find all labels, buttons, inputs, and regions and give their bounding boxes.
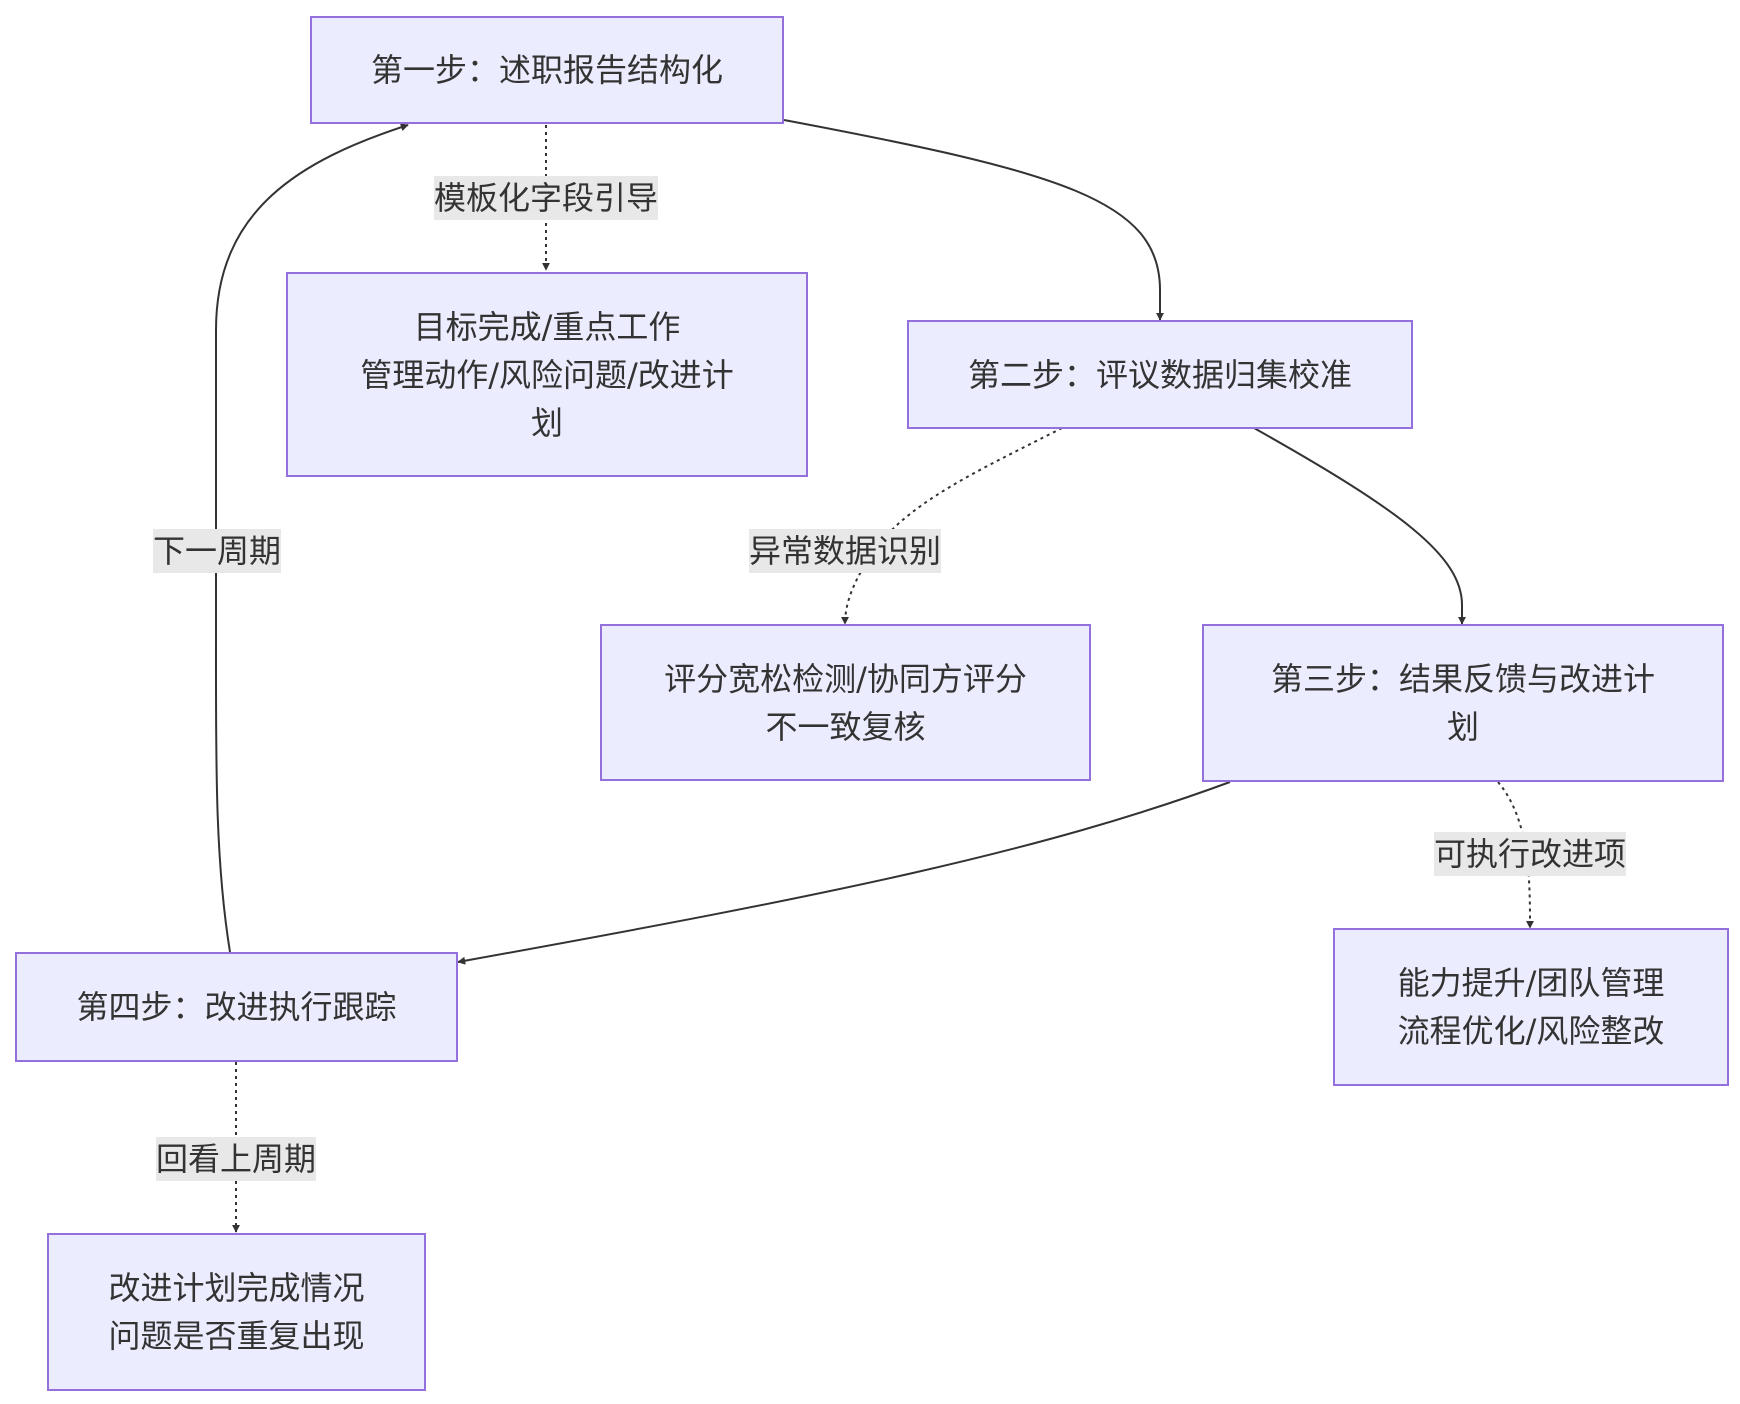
node-step1-label: 第一步：述职报告结构化 [370, 51, 723, 89]
edge-step3-to-step4 [457, 781, 1231, 965]
edge-label-next-cycle: 下一周期 [153, 529, 282, 573]
edge-step2-to-step3 [1253, 427, 1466, 625]
node-step2-label: 第二步：评议数据归集校准 [967, 355, 1352, 394]
edge-label-anomaly-id: 异常数据识别 [749, 529, 942, 573]
node-step4-label: 第四步：改进执行跟踪 [76, 988, 397, 1026]
node-step3[interactable]: 第三步：结果反馈与改进计 划 [1202, 624, 1724, 782]
node-step4[interactable]: 第四步：改进执行跟踪 [15, 952, 458, 1062]
node-anomaly[interactable]: 评分宽松检测/协同方评分 不一致复核 [600, 624, 1091, 781]
node-actions[interactable]: 能力提升/团队管理 流程优化/风险整改 [1333, 928, 1729, 1086]
node-actions-label: 能力提升/团队管理 流程优化/风险整改 [1397, 964, 1665, 1050]
node-review-label: 改进计划完成情况 问题是否重复出现 [108, 1269, 365, 1355]
edge-label-template: 模板化字段引导 [434, 176, 659, 220]
edge-step1-to-step2 [783, 119, 1164, 321]
node-fields-label: 目标完成/重点工作 管理动作/风险问题/改进计 划 [360, 307, 734, 442]
node-step3-label: 第三步：结果反馈与改进计 划 [1270, 660, 1655, 746]
node-anomaly-label: 评分宽松检测/协同方评分 不一致复核 [664, 659, 1027, 746]
edge-step3-to-actions [1497, 781, 1534, 929]
edge-label-actionable: 可执行改进项 [1434, 832, 1627, 876]
node-review[interactable]: 改进计划完成情况 问题是否重复出现 [47, 1233, 426, 1391]
edge-label-look-back: 回看上周期 [156, 1137, 317, 1181]
edge-step2-to-anomaly [841, 427, 1063, 625]
edge-step4-to-step1 [214, 123, 409, 953]
node-fields[interactable]: 目标完成/重点工作 管理动作/风险问题/改进计 划 [286, 272, 808, 477]
node-step2[interactable]: 第二步：评议数据归集校准 [907, 320, 1413, 429]
node-step1[interactable]: 第一步：述职报告结构化 [310, 16, 784, 124]
